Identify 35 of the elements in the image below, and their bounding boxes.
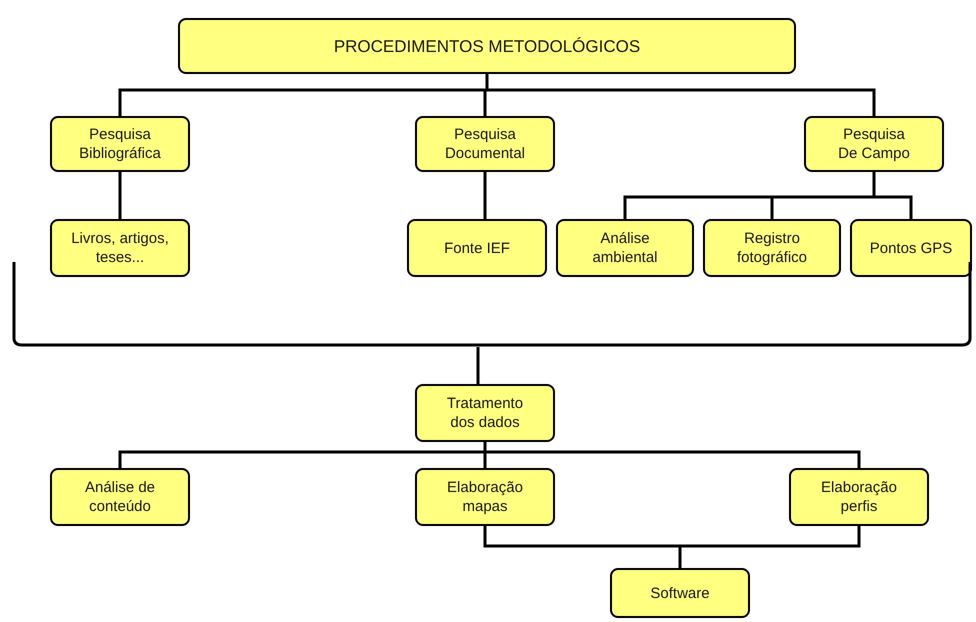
process-box (407, 219, 547, 277)
process-box (703, 219, 841, 277)
connector-line (484, 442, 860, 468)
connector-line (118, 172, 122, 219)
box-label: Pesquisa De Campo (837, 125, 911, 163)
process-box (50, 219, 190, 277)
box-label: Registro fotográfico (736, 229, 808, 267)
box-label: PROCEDIMENTOS METODOLÓGICOS (334, 36, 640, 56)
process-box (804, 116, 944, 172)
process-box (556, 219, 694, 277)
box-label: Pesquisa Documental (444, 125, 526, 163)
connector-line (872, 172, 912, 219)
process-box (789, 468, 929, 526)
connector-line (678, 526, 860, 568)
process-box (50, 468, 190, 526)
connector-line (486, 74, 876, 116)
process-box (415, 116, 555, 172)
process-box (415, 468, 555, 526)
box-label: Tratamento dos dados (446, 394, 524, 432)
process-box (610, 568, 750, 618)
box-label: Análise de conteúdo (84, 478, 156, 516)
process-box (50, 116, 190, 172)
process-box (178, 18, 796, 74)
box-label: Software (650, 584, 710, 602)
box-label: Pontos GPS (870, 238, 952, 258)
connector-line (476, 347, 480, 384)
process-box (850, 219, 972, 277)
box-label: Elaboração mapas (446, 478, 524, 516)
process-box (415, 384, 555, 442)
box-label: Livros, artigos, teses... (70, 229, 170, 267)
box-label: Elaboração perfis (820, 478, 898, 516)
box-label: Pesquisa Bibliográfica (78, 125, 162, 163)
box-label: Análise ambiental (591, 229, 659, 267)
connector-line (484, 172, 486, 219)
box-label: Fonte IEF (444, 238, 510, 258)
